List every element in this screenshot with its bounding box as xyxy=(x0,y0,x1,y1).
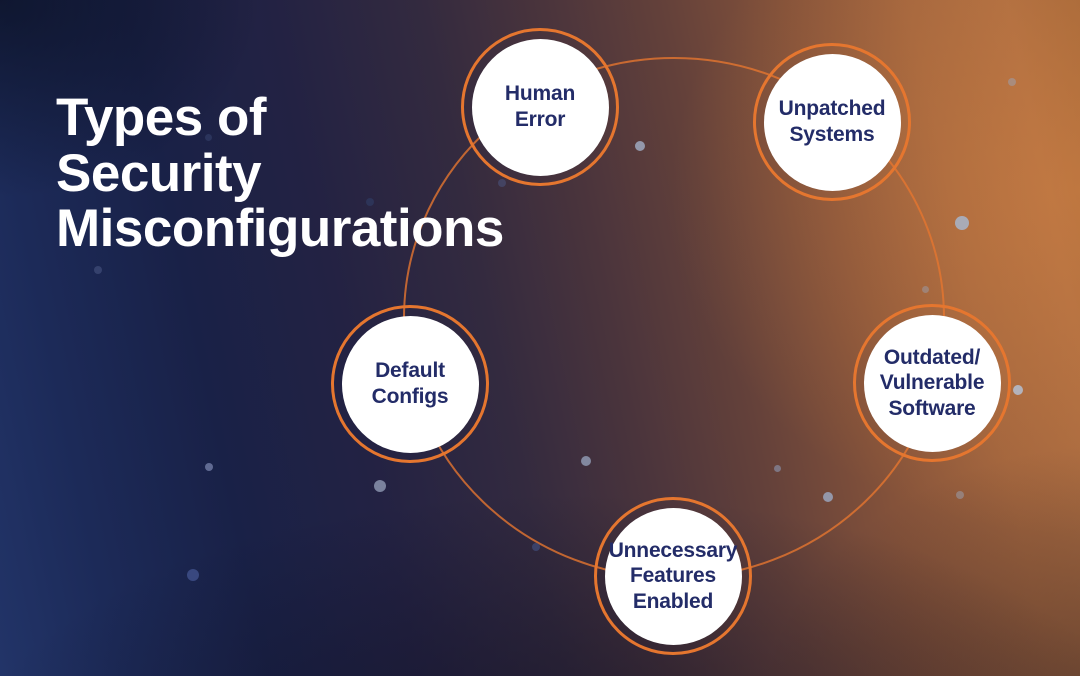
node-label: Default Configs xyxy=(371,359,449,408)
node-unpatched-systems: Unpatched Systems xyxy=(753,43,911,201)
node-circle: Default Configs xyxy=(341,315,479,453)
node-circle: Unnecessary Features Enabled xyxy=(604,507,742,645)
node-label: Unnecessary Features Enabled xyxy=(608,538,738,613)
node-circle: Human Error xyxy=(471,38,609,176)
node-label: Outdated/ Vulnerable Software xyxy=(879,345,985,420)
node-label: Human Error xyxy=(504,82,576,131)
node-human-error: Human Error xyxy=(461,28,619,186)
node-unnecessary-features-enabled: Unnecessary Features Enabled xyxy=(594,497,752,655)
node-outdated-vulnerable-software: Outdated/ Vulnerable Software xyxy=(853,304,1011,462)
node-circle: Outdated/ Vulnerable Software xyxy=(863,314,1001,452)
node-label: Unpatched Systems xyxy=(778,97,886,146)
node-default-configs: Default Configs xyxy=(331,305,489,463)
node-circle: Unpatched Systems xyxy=(763,53,901,191)
page-title: Types of Security Misconfigurations xyxy=(56,88,504,259)
